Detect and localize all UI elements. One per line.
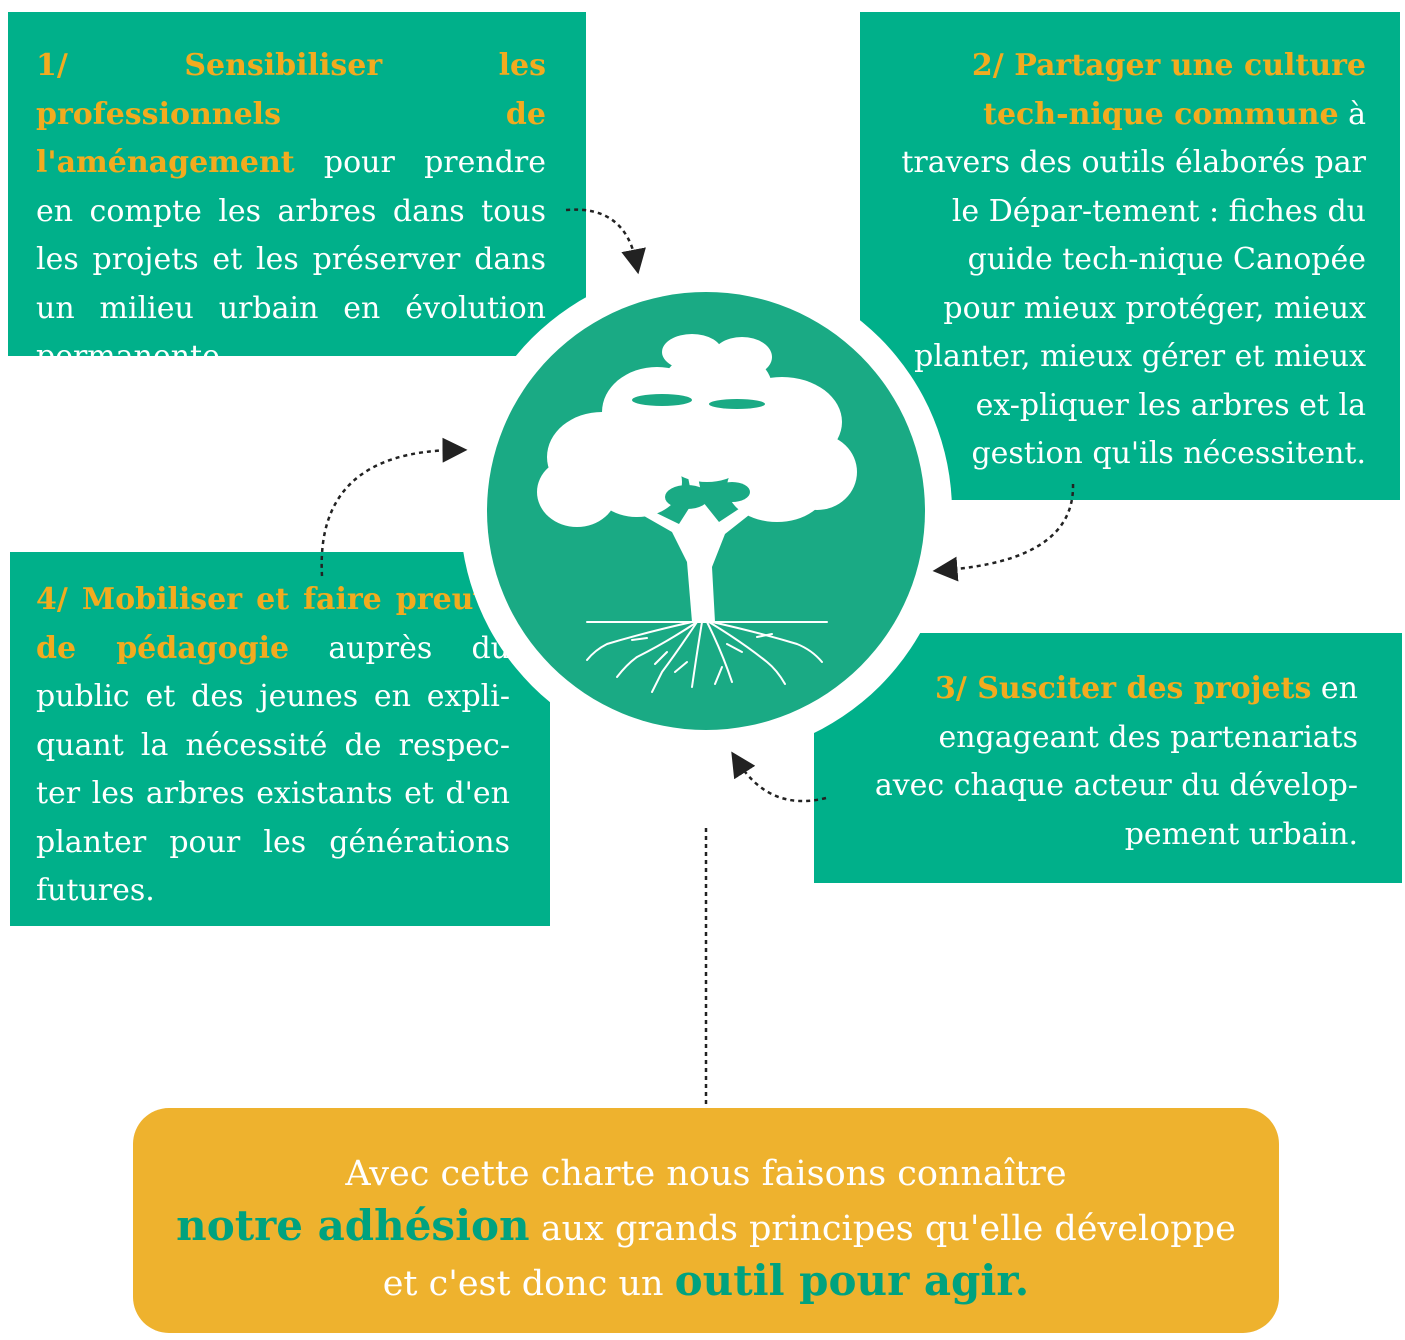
principle-4-title: 4/ Mobiliser et faire preuve de pédagogi… bbox=[36, 582, 510, 666]
arrow-box3-to-circle bbox=[731, 751, 827, 803]
principle-3-text: en engageant des partenariats avec chaqu… bbox=[874, 671, 1358, 852]
principle-box-1: 1/ Sensibiliser les professionnels de l'… bbox=[8, 12, 586, 374]
arrow-box2-to-circle bbox=[932, 483, 1075, 582]
conclusion-line-3-text: et c'est donc un bbox=[382, 1264, 675, 1304]
principle-4-text: auprès du public et des jeunes en expli-… bbox=[36, 630, 510, 909]
conclusion-line-2: notre adhésion aux grands principes qu'e… bbox=[133, 1200, 1279, 1255]
conclusion-box: Avec cette charte nous faisons connaître… bbox=[133, 1108, 1279, 1333]
arrow-box4-to-circle bbox=[320, 437, 468, 577]
conclusion-emphasis-2: outil pour agir. bbox=[674, 1256, 1030, 1305]
principle-box-2: 2/ Partager une culture tech-nique commu… bbox=[860, 12, 1400, 500]
arrow-box1-to-circle bbox=[565, 208, 646, 275]
conclusion-line-3: et c'est donc un outil pour agir. bbox=[133, 1255, 1279, 1310]
principle-box-3: 3/ Susciter des projets en engageant des… bbox=[814, 633, 1402, 883]
principle-2-text: à travers des outils élaborés par le Dép… bbox=[901, 96, 1366, 472]
principle-1-title: 1/ Sensibiliser les professionnels de l'… bbox=[36, 48, 546, 180]
conclusion-line-2-text: aux grands principes qu'elle développe bbox=[529, 1209, 1236, 1249]
conclusion-line-1: Avec cette charte nous faisons connaître bbox=[345, 1154, 1067, 1194]
principle-3-title: 3/ Susciter des projets bbox=[934, 671, 1312, 706]
principle-2-title: 2/ Partager une culture tech-nique commu… bbox=[971, 48, 1366, 132]
principle-1-text: pour prendre en compte les arbres dans t… bbox=[36, 145, 546, 374]
tree-icon bbox=[537, 334, 857, 693]
conclusion-emphasis-1: notre adhésion bbox=[176, 1201, 530, 1250]
principle-box-4: 4/ Mobiliser et faire preuve de pédagogi… bbox=[10, 552, 550, 926]
